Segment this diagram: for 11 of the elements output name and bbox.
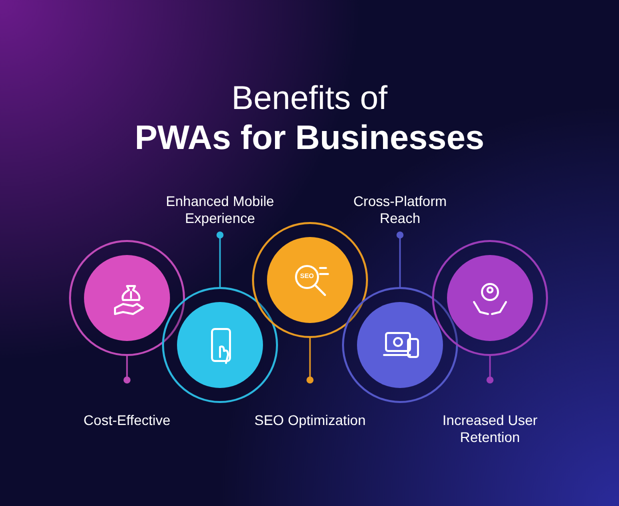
leader-line [216, 232, 224, 287]
leader-line [396, 232, 404, 287]
benefit-label: SEO Optimization [240, 412, 380, 429]
benefit-label: Cost-Effective [62, 412, 192, 429]
benefit-label: Cross-Platform Reach [345, 193, 455, 227]
leader-line [306, 338, 314, 384]
leader-line [124, 356, 130, 384]
benefit-label: Enhanced Mobile Experience [155, 193, 285, 227]
title: Benefits of PWAs for Businesses [134, 78, 486, 158]
benefit-label: Increased User Retention [435, 412, 545, 446]
leader-line [486, 356, 494, 384]
